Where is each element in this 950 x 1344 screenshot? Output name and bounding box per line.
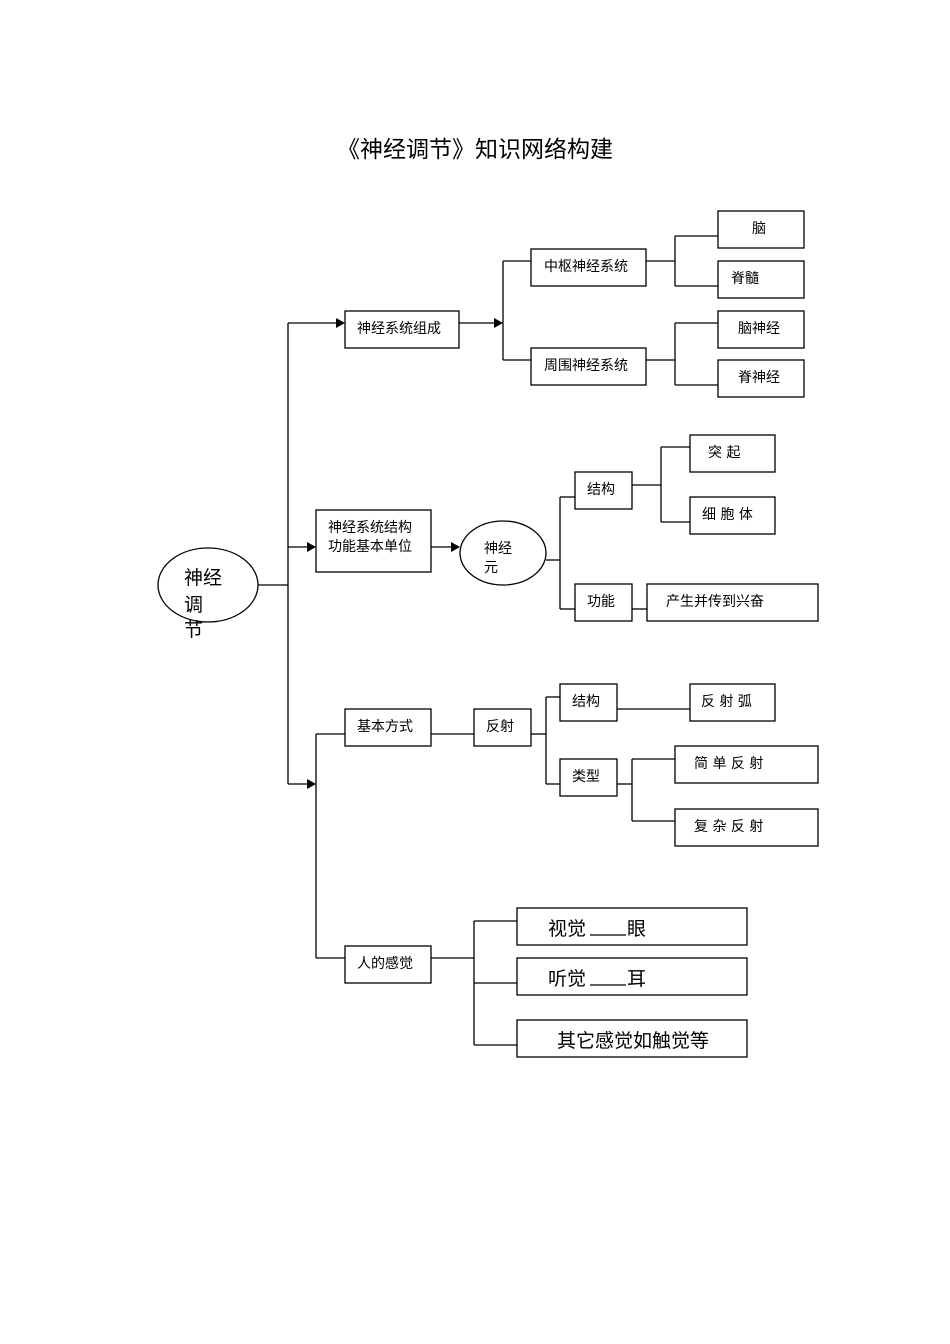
arrow-icon — [494, 318, 503, 328]
node-reflex-label: 反射 — [486, 719, 514, 735]
node-processes-label: 突 起 — [708, 445, 740, 461]
node-brain-label: 脑 — [752, 221, 766, 237]
node-composition — [344, 310, 460, 349]
root-label-line2: 调 — [184, 594, 203, 616]
branch-composition: 神经系统组成 中枢神经系统 周围神经系统 脑 脊髓 脑神经 脊神经 — [344, 210, 805, 398]
node-reflex-structure — [559, 683, 618, 722]
node-cranial-nerves — [717, 310, 805, 349]
node-central-ns-label: 中枢神经系统 — [544, 259, 628, 275]
node-excitation-label: 产生并传到兴奋 — [666, 594, 764, 610]
node-central-ns — [530, 248, 647, 287]
node-human-senses — [344, 945, 432, 984]
node-simple-reflex — [674, 745, 819, 784]
node-spinal-cord-label: 脊髓 — [731, 271, 759, 287]
node-cell-body-label: 细 胞 体 — [702, 507, 753, 523]
node-excitation — [646, 583, 819, 622]
node-peripheral-ns-label: 周围神经系统 — [544, 358, 628, 374]
node-reflex-arc — [689, 683, 776, 722]
root-connectors — [258, 318, 345, 789]
node-human-senses-label: 人的感觉 — [357, 955, 413, 972]
diagram-title: 《神经调节》知识网络构建 — [337, 137, 613, 163]
node-basic-mode-label: 基本方式 — [357, 718, 413, 735]
node-neuron-function — [574, 583, 633, 622]
node-reflex-structure-label: 结构 — [572, 694, 600, 710]
node-hearing-sense: 听觉 — [548, 968, 586, 990]
node-simple-reflex-label: 简 单 反 射 — [694, 755, 763, 772]
node-other-senses — [516, 1019, 748, 1058]
node-basic-unit-line1: 神经系统结构 — [328, 520, 412, 536]
node-reflex-arc-label: 反 射 弧 — [701, 694, 752, 710]
node-neuron-structure — [574, 471, 633, 510]
node-complex-reflex — [674, 808, 819, 847]
branch-unit: 神经系统结构 功能基本单位 神经 元 结构 突 起 细 胞 体 功能 产生并传到… — [315, 434, 819, 622]
branch-sense: 人的感觉 视觉 眼 听觉 耳 其它感觉如触觉等 — [344, 907, 748, 1058]
lower-connectors — [315, 733, 345, 959]
node-reflex — [473, 708, 532, 747]
node-basic-unit-line2: 功能基本单位 — [328, 538, 412, 555]
node-neuron-line2: 元 — [484, 560, 498, 576]
node-vision-organ: 眼 — [627, 918, 646, 940]
node-brain — [717, 210, 805, 249]
node-hearing-organ: 耳 — [627, 968, 646, 990]
node-basic-mode — [344, 708, 432, 747]
node-spinal-nerves — [717, 359, 805, 398]
node-hearing — [516, 957, 748, 996]
node-basic-unit — [315, 509, 432, 573]
node-reflex-type-label: 类型 — [572, 769, 600, 785]
arrow-icon — [307, 779, 316, 789]
node-neuron-structure-label: 结构 — [587, 482, 615, 498]
node-other-senses-label: 其它感觉如触觉等 — [557, 1030, 709, 1052]
root-label-line1: 神经 — [184, 567, 222, 589]
node-cell-body — [689, 496, 776, 535]
root-label-line3: 节 — [184, 619, 203, 641]
node-neuron-line1: 神经 — [484, 541, 512, 557]
arrow-icon — [451, 542, 460, 552]
node-composition-label: 神经系统组成 — [357, 321, 441, 337]
node-cranial-nerves-label: 脑神经 — [738, 321, 780, 337]
node-peripheral-ns — [530, 347, 647, 386]
node-vision-sense: 视觉 — [548, 918, 586, 940]
node-processes — [689, 434, 776, 473]
node-neuron — [459, 520, 547, 586]
arrow-icon — [307, 542, 316, 552]
node-neuron-function-label: 功能 — [587, 594, 615, 610]
node-complex-reflex-label: 复 杂 反 射 — [694, 818, 763, 835]
arrow-icon — [336, 318, 345, 328]
node-spinal-cord — [717, 260, 805, 299]
branch-mode: 基本方式 反射 结构 反 射 弧 类型 简 单 反 射 复 杂 反 射 — [344, 683, 819, 847]
node-reflex-type — [559, 758, 618, 797]
root-node: 神经 调 节 — [157, 547, 259, 641]
node-spinal-nerves-label: 脊神经 — [738, 370, 780, 386]
node-vision — [516, 907, 748, 946]
